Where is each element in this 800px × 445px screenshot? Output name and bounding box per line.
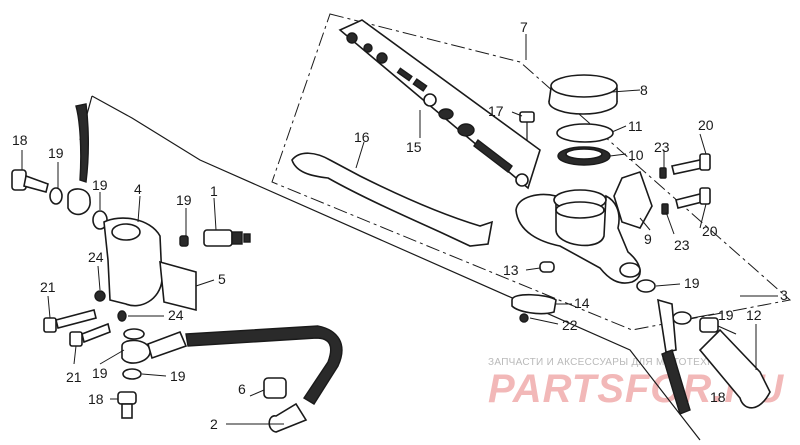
hose-assembly-frame-top	[91, 95, 701, 441]
callout-8: 8	[640, 82, 648, 98]
leader-lines	[21, 34, 778, 425]
callout-18-right: 18	[710, 389, 726, 405]
screw-upper-part	[659, 153, 711, 179]
hose-nut-part	[263, 377, 287, 399]
callout-24-upper: 24	[88, 249, 104, 265]
callout-19-left-2: 19	[92, 177, 108, 193]
callout-5: 5	[218, 271, 226, 287]
callout-3: 3	[780, 287, 788, 303]
callout-19-right-upper: 19	[684, 275, 700, 291]
bolt-21-lower-part	[69, 322, 111, 347]
callout-23-upper: 23	[654, 139, 670, 155]
three-way-joint-part	[103, 217, 163, 307]
mounting-plate-part	[159, 260, 197, 312]
callout-21-upper: 21	[40, 279, 56, 295]
callout-19-right-lower: 19	[718, 307, 734, 323]
callout-20-lower: 20	[702, 223, 718, 239]
master-cylinder-body-part	[515, 189, 641, 284]
callout-21-lower: 21	[66, 369, 82, 385]
lower-banjo-fitting-part	[121, 328, 188, 380]
banjo-fitting-right-part	[657, 298, 771, 415]
screw-lower-part	[661, 187, 711, 215]
callout-18-left-lower: 18	[88, 391, 104, 407]
washer-right-mid	[672, 311, 692, 325]
callout-15: 15	[406, 139, 422, 155]
switch-plate-part	[511, 293, 557, 323]
callout-19-lower-1: 19	[92, 365, 108, 381]
callout-19-left-1: 19	[48, 145, 64, 161]
bracket-part	[613, 170, 653, 229]
callout-12: 12	[746, 307, 762, 323]
callout-23-lower: 23	[674, 237, 690, 253]
callout-6: 6	[238, 381, 246, 397]
reservoir-cap-part	[548, 74, 618, 115]
callout-14: 14	[574, 295, 590, 311]
bolt-21-upper-part	[43, 309, 97, 333]
washer-left-upper-1	[49, 187, 63, 205]
washer-switch	[179, 235, 189, 247]
washer-right-upper	[636, 279, 656, 293]
callout-16: 16	[354, 129, 370, 145]
nut-upper-part	[94, 290, 106, 302]
callout-17: 17	[488, 103, 504, 119]
callout-4: 4	[134, 181, 142, 197]
callout-7: 7	[520, 19, 528, 35]
diaphragm-plate-part	[556, 123, 614, 143]
callout-9: 9	[644, 231, 652, 247]
callout-labels: 7 8 11 10 17 15 16 23 20 9 23 20 13 14 2…	[12, 19, 788, 432]
callout-22: 22	[562, 317, 578, 333]
banjo-bolt-right-part	[699, 317, 737, 335]
banjo-bolt-left-upper-part	[11, 169, 49, 193]
brake-switch-part	[203, 229, 251, 247]
callout-10: 10	[628, 147, 644, 163]
pivot-bolt-part	[519, 111, 535, 140]
brake-lever-part	[291, 152, 494, 247]
diaphragm-part	[557, 146, 611, 166]
callout-18-left-upper: 18	[12, 132, 28, 148]
nut-lower-part	[117, 310, 127, 322]
callout-1: 1	[210, 183, 218, 199]
lower-brake-hose-part	[185, 325, 343, 433]
callout-2: 2	[210, 416, 218, 432]
callout-13: 13	[503, 262, 519, 278]
watermark-tagline: ЗАПЧАСТИ И АКСЕССУАРЫ ДЛЯ МОТОТЕХНИКИ	[488, 357, 736, 368]
piston-kit-part	[338, 19, 541, 190]
callout-20-upper: 20	[698, 117, 714, 133]
pin-part	[539, 261, 555, 273]
upper-brake-hose-part	[67, 103, 91, 216]
callout-11: 11	[628, 118, 643, 134]
callout-24-lower: 24	[168, 307, 184, 323]
banjo-bolt-left-lower-part	[117, 391, 137, 419]
callout-19-lower-2: 19	[170, 368, 186, 384]
callout-19-switch: 19	[176, 192, 192, 208]
